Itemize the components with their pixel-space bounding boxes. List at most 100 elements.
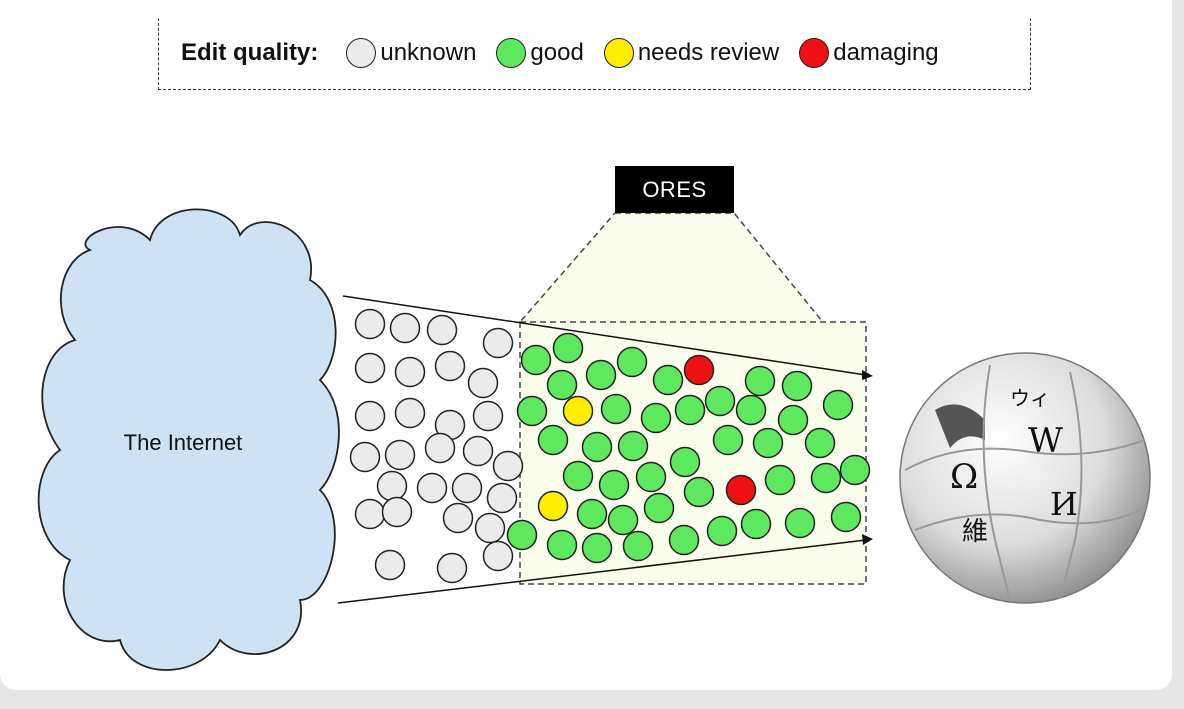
good-edit-dot xyxy=(581,532,613,564)
unknown-edit-dot xyxy=(486,482,518,514)
good-edit-dot xyxy=(516,395,548,427)
good-edit-dot xyxy=(810,462,842,494)
wikipedia-globe-icon: Ω W И 維 ウィ xyxy=(899,352,1151,604)
unknown-edit-dot xyxy=(389,312,421,344)
unknown-edit-dot xyxy=(451,472,483,504)
legend: Edit quality: unknown good needs review … xyxy=(158,18,1031,90)
unknown-edit-dot xyxy=(374,549,406,581)
legend-label-needs-review: needs review xyxy=(637,39,780,66)
internet-label: The Internet xyxy=(123,430,243,455)
unknown-edit-dot xyxy=(436,552,468,584)
good-edit-dot xyxy=(520,344,552,376)
ores-label: ORES xyxy=(615,166,734,213)
good-edit-dot xyxy=(706,515,738,547)
good-edit-dot xyxy=(712,424,744,456)
good-edit-dot xyxy=(764,464,796,496)
good-edit-dot xyxy=(744,365,776,397)
good-edit-dot xyxy=(652,364,684,396)
globe-glyph-i: И xyxy=(1050,485,1078,523)
unknown-edit-dot xyxy=(434,350,466,382)
globe-glyph-omega: Ω xyxy=(950,457,978,497)
unknown-edit-dot xyxy=(354,400,386,432)
unknown-edit-dot xyxy=(394,356,426,388)
needs-review-edit-dot xyxy=(537,490,569,522)
legend-swatch-damaging xyxy=(799,38,830,68)
good-edit-dot xyxy=(669,446,701,478)
good-edit-dot xyxy=(581,431,613,463)
good-edit-dot xyxy=(643,492,675,524)
good-edit-dot xyxy=(546,369,578,401)
good-edit-dot xyxy=(617,430,649,462)
unknown-edit-dot xyxy=(492,450,524,482)
globe-glyph-wi: ウィ xyxy=(1010,386,1050,410)
damaging-edit-dot xyxy=(725,474,757,506)
unknown-edit-dot xyxy=(354,352,386,384)
unknown-edit-dot xyxy=(354,498,386,530)
good-edit-dot xyxy=(576,498,608,530)
good-edit-dot xyxy=(668,524,700,556)
damaging-edit-dot xyxy=(683,354,715,386)
good-edit-dot xyxy=(600,393,632,425)
unknown-edit-dot xyxy=(416,472,448,504)
good-edit-dot xyxy=(562,460,594,492)
unknown-edit-dot xyxy=(472,400,504,432)
legend-item-unknown: unknown xyxy=(346,38,476,68)
legend-item-good: good xyxy=(496,38,584,68)
internet-cloud xyxy=(37,208,340,671)
good-edit-dot xyxy=(735,394,767,426)
good-edit-dot xyxy=(506,519,538,551)
arrow-head-top xyxy=(862,370,873,380)
good-edit-dot xyxy=(781,370,813,402)
good-edit-dot xyxy=(777,404,809,436)
good-edit-dot xyxy=(784,507,816,539)
good-edit-dot xyxy=(546,529,578,561)
good-edit-dot xyxy=(537,424,569,456)
good-edit-dot xyxy=(804,427,836,459)
legend-row: Edit quality: unknown good needs review … xyxy=(181,38,959,68)
unknown-edit-dot xyxy=(376,470,408,502)
arrow-head-bottom xyxy=(862,534,873,545)
good-edit-dot xyxy=(640,402,672,434)
good-edit-dot xyxy=(752,427,784,459)
good-edit-dot xyxy=(552,332,584,364)
globe-glyph-w: W xyxy=(1028,421,1063,461)
good-edit-dot xyxy=(839,454,871,486)
unknown-edit-dot xyxy=(394,397,426,429)
legend-label-damaging: damaging xyxy=(833,39,939,66)
good-edit-dot xyxy=(616,346,648,378)
good-edit-dot xyxy=(607,504,639,536)
diagram-card: Ω W И 維 ウィ Edit quality: unknown good ne… xyxy=(0,0,1172,690)
legend-title: Edit quality: xyxy=(181,39,319,66)
legend-swatch-needs-review xyxy=(603,38,634,68)
unknown-edit-dot xyxy=(384,439,416,471)
good-edit-dot xyxy=(704,385,736,417)
good-edit-dot xyxy=(622,530,654,562)
good-edit-dot xyxy=(830,501,862,533)
legend-item-damaging: damaging xyxy=(799,38,939,68)
scored-edits xyxy=(506,332,871,564)
good-edit-dot xyxy=(598,469,630,501)
unknown-edit-dot xyxy=(482,540,514,572)
legend-label-unknown: unknown xyxy=(380,39,477,66)
good-edit-dot xyxy=(740,508,772,540)
good-edit-dot xyxy=(674,394,706,426)
good-edit-dot xyxy=(585,359,617,391)
unknown-edit-dot xyxy=(482,327,514,359)
unknown-edit-dot xyxy=(426,314,458,346)
legend-item-needs-review: needs review xyxy=(603,38,780,68)
good-edit-dot xyxy=(635,461,667,493)
unknown-edit-dot xyxy=(442,502,474,534)
legend-swatch-unknown xyxy=(346,38,377,68)
unknown-edit-dot xyxy=(354,308,386,340)
globe-glyph-kanji: 維 xyxy=(962,517,988,547)
needs-review-edit-dot xyxy=(562,395,594,427)
legend-swatch-good xyxy=(496,38,527,68)
flow-line-bottom xyxy=(337,539,867,604)
good-edit-dot xyxy=(822,389,854,421)
good-edit-dot xyxy=(683,476,715,508)
unknown-edit-dot xyxy=(381,496,413,528)
ores-flow-diagram: Ω W И 維 ウィ xyxy=(37,208,1151,671)
unknown-edit-dot xyxy=(462,435,494,467)
unknown-edit-dot xyxy=(474,512,506,544)
legend-label-good: good xyxy=(530,39,584,66)
